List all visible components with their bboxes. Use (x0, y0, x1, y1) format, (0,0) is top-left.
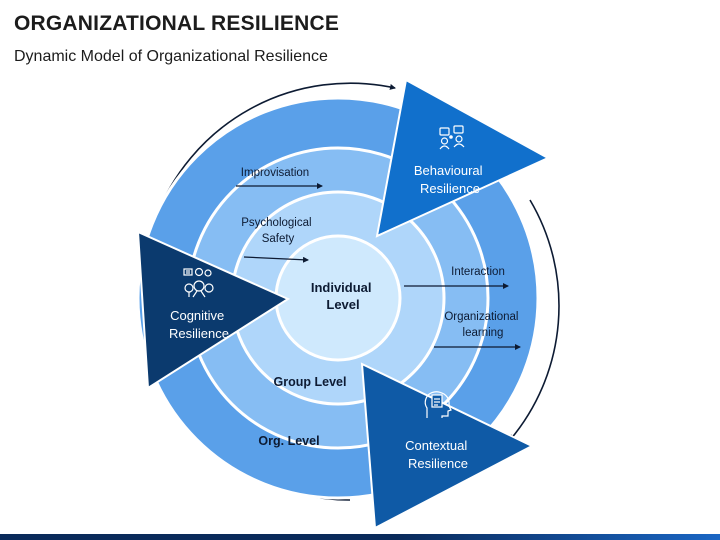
page-subtitle: Dynamic Model of Organizational Resilien… (14, 48, 328, 65)
center-label: Individual Level (311, 280, 375, 312)
psych-safety-label: Psychological Safety (241, 217, 315, 245)
contextual-label: Contextual Resilience (405, 438, 471, 471)
improvisation-label: Improvisation (241, 167, 309, 179)
psych-safety-arrow (243, 256, 309, 263)
behavioural-label: Behavioural Resilience (414, 163, 486, 196)
page-title: ORGANIZATIONAL RESILIENCE (14, 12, 340, 35)
org-learning-label: Organizational learning (444, 311, 521, 339)
brain-network-icon (183, 267, 214, 298)
footer-bar (0, 534, 720, 540)
team-icon (439, 125, 465, 150)
flow-arrows (236, 183, 521, 350)
head-document-icon (424, 391, 452, 418)
group-level-label: Group Level (274, 375, 347, 389)
cycle-arrow-right (509, 199, 560, 441)
cognitive-wedge[interactable] (136, 230, 291, 390)
behavioural-wedge[interactable] (375, 78, 551, 238)
interaction-label: Interaction (451, 266, 505, 278)
cognitive-label: Cognitive Resilience (169, 308, 229, 341)
contextual-wedge[interactable] (360, 362, 535, 530)
org-level-label: Org. Level (258, 434, 319, 448)
